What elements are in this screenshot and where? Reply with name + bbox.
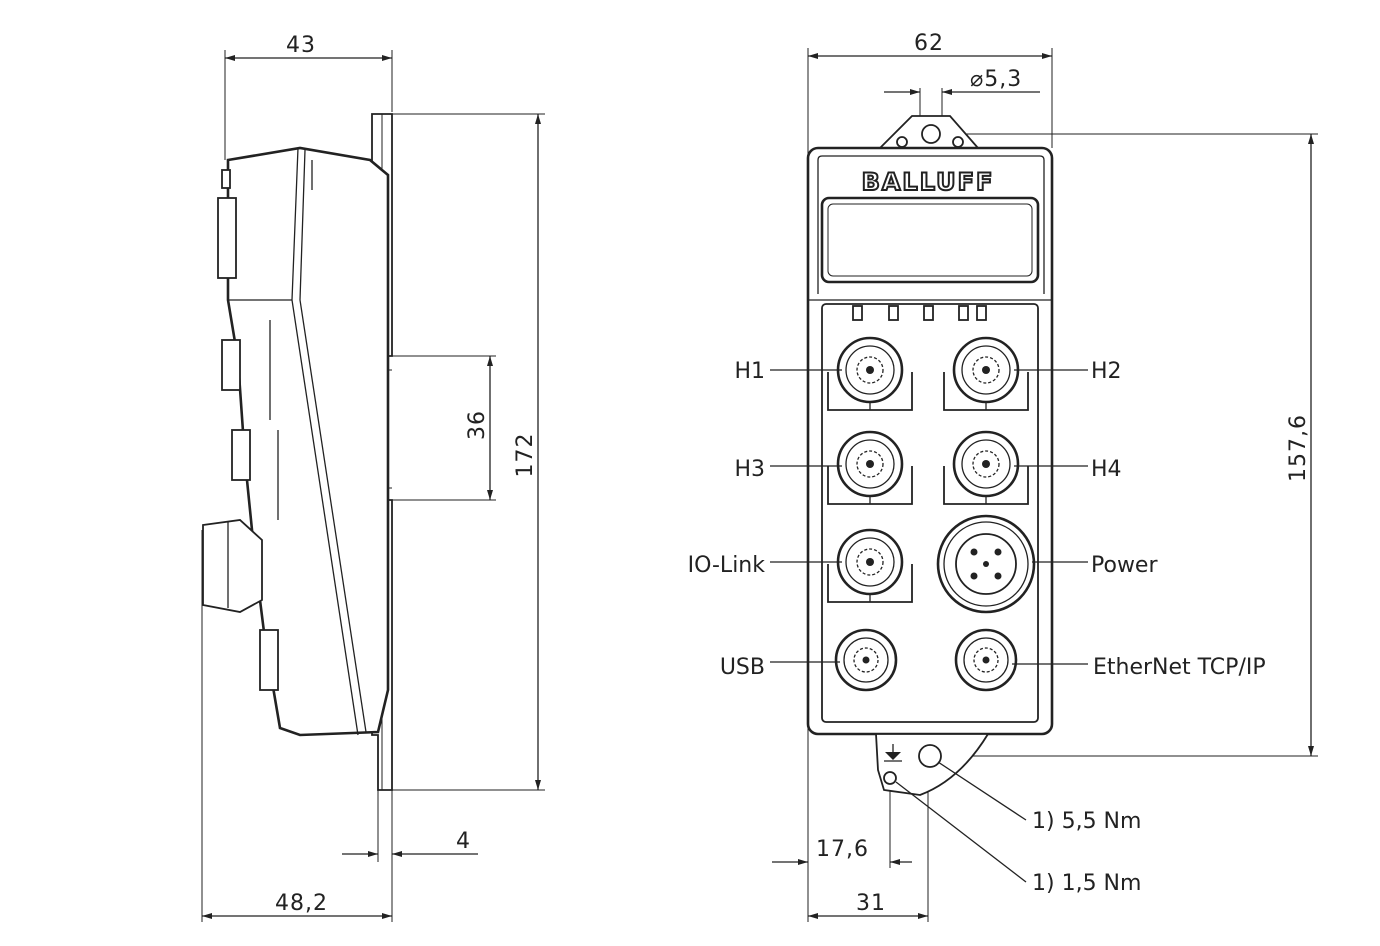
dim-ground-offset: 17,6 bbox=[816, 837, 869, 862]
torque-note-1-5: 1) 1,5 Nm bbox=[1032, 871, 1141, 896]
port-io-link[interactable] bbox=[827, 528, 913, 603]
dim-width-bottom: 48,2 bbox=[275, 891, 328, 916]
label-io-link: IO-Link bbox=[688, 553, 766, 578]
port-h2[interactable] bbox=[943, 336, 1029, 411]
label-h1: H1 bbox=[734, 359, 765, 384]
port-h4[interactable] bbox=[943, 430, 1029, 505]
port-h1[interactable] bbox=[827, 336, 913, 411]
dim-height-total: 172 bbox=[513, 433, 538, 478]
dim-rail-height: 36 bbox=[465, 410, 490, 440]
port-h3[interactable] bbox=[827, 430, 913, 505]
dim-flange: 4 bbox=[456, 829, 471, 854]
dim-width-top: 43 bbox=[286, 33, 316, 58]
dim-hole-offset: 31 bbox=[856, 891, 886, 916]
port-power[interactable] bbox=[936, 514, 1036, 614]
label-ethernet: EtherNet TCP/IP bbox=[1093, 655, 1266, 680]
dim-height: 157,6 bbox=[1286, 414, 1311, 482]
dim-width: 62 bbox=[914, 31, 944, 56]
ground-icon bbox=[884, 744, 902, 762]
label-usb: USB bbox=[720, 655, 765, 680]
side-view bbox=[201, 50, 545, 922]
port-ethernet[interactable] bbox=[954, 628, 1018, 692]
torque-note-5-5: 1) 5,5 Nm bbox=[1032, 809, 1141, 834]
balluff-logo: BALLUFF bbox=[862, 168, 995, 196]
label-h4: H4 bbox=[1091, 457, 1122, 482]
port-usb[interactable] bbox=[834, 628, 898, 692]
dim-hole-diameter: ⌀5,3 bbox=[970, 67, 1022, 92]
label-h3: H3 bbox=[734, 457, 765, 482]
label-h2: H2 bbox=[1091, 359, 1122, 384]
label-power: Power bbox=[1091, 553, 1158, 578]
